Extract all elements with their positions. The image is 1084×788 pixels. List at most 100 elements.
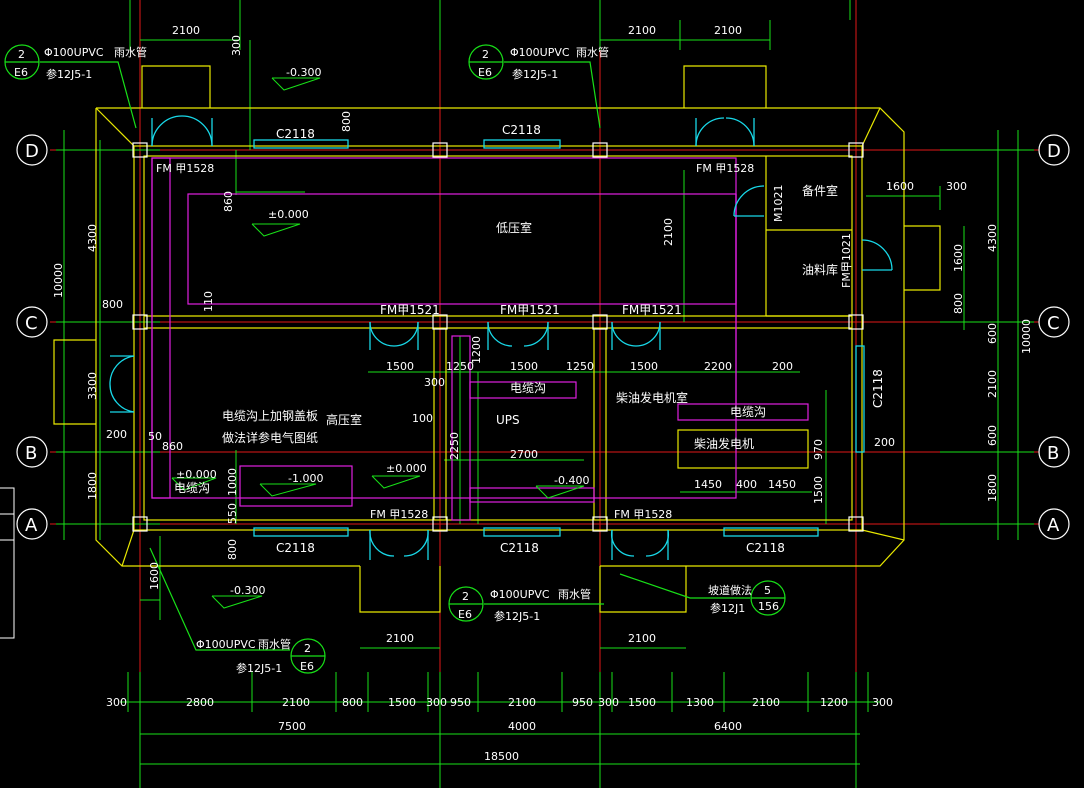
dim-text: 6400: [714, 720, 742, 733]
door-label: FM 甲1528: [156, 162, 214, 175]
edge-table: [0, 487, 15, 639]
door-label: FM 甲1528: [696, 162, 754, 175]
cover-note: 电缆沟上加钢盖板: [222, 409, 318, 423]
callout-sheet: E6: [458, 608, 472, 621]
dim-text: 18500: [484, 750, 519, 763]
callout-name: 雨水管: [558, 587, 591, 601]
dim-text: 600: [986, 425, 999, 446]
door-label: FM甲1521: [380, 303, 440, 317]
callout-pipe: Φ100UPVC: [510, 46, 570, 59]
dim-text: 950: [450, 696, 471, 709]
dim-text: 1200: [820, 696, 848, 709]
callout-ref: 参12J5-1: [494, 609, 540, 623]
door-label: M1021: [772, 185, 785, 223]
dim-text: 950: [572, 696, 593, 709]
window-label: C2118: [502, 123, 541, 137]
dim-text: 2700: [510, 448, 538, 461]
window-labels: C2118 C2118 C2118 C2118 C2118 C2118: [276, 123, 885, 555]
dim-text: 10000: [52, 263, 65, 298]
elevation-label: -0.400: [554, 474, 589, 487]
callout-name: 雨水管: [576, 45, 609, 59]
note-labels: 电缆沟 电缆沟 电缆沟 电缆沟上加钢盖板 做法详参电气图纸 坡道做法 参12J1: [174, 381, 766, 615]
dim-text: 1500: [630, 360, 658, 373]
dim-text: 300: [106, 696, 127, 709]
dim-text: 1500: [386, 360, 414, 373]
elevation-label: ±0.000: [386, 462, 427, 475]
window-label: C2118: [500, 541, 539, 555]
room-high-voltage: 高压室: [326, 412, 362, 427]
ramp-note: 坡道做法: [708, 583, 752, 597]
callout-number: 5: [764, 584, 771, 597]
dimension-lines: [56, 0, 1034, 788]
door-label: FM甲1021: [840, 233, 853, 288]
cover-note: 做法详参电气图纸: [222, 430, 318, 445]
elevation-label: -1.000: [288, 472, 323, 485]
dim-text: 2100: [714, 24, 742, 37]
dim-text: 300: [424, 376, 445, 389]
dim-text: 1250: [446, 360, 474, 373]
room-oil-storage: 油料库: [802, 262, 838, 277]
door-label: FM甲1521: [622, 303, 682, 317]
callout-sheet: E6: [478, 66, 492, 79]
dim-text: 860: [222, 191, 235, 212]
elevation-labels: ±0.000 ±0.000 ±0.000 -0.300 -0.300 -1.00…: [176, 66, 589, 597]
dim-text: 300: [946, 180, 967, 193]
dim-text: 1200: [470, 336, 483, 364]
dim-text: 2100: [172, 24, 200, 37]
dim-text: 2100: [508, 696, 536, 709]
dim-text: 1500: [628, 696, 656, 709]
elevation-label: -0.300: [230, 584, 265, 597]
dim-text: 2100: [628, 24, 656, 37]
door-label: FM 甲1528: [614, 508, 672, 521]
dim-text: 2100: [386, 632, 414, 645]
callout-name: 雨水管: [114, 45, 147, 59]
dim-text: 4000: [508, 720, 536, 733]
cable-trenches: [151, 157, 809, 521]
dim-text: 4300: [986, 224, 999, 252]
dim-text: 200: [106, 428, 127, 441]
dim-text: 3300: [86, 372, 99, 400]
dim-text: 200: [874, 436, 895, 449]
dimension-texts: 2100 2100 2100 300 1600 300 800 300 2800…: [52, 24, 1033, 763]
dim-text: 1250: [566, 360, 594, 373]
dim-text: 1450: [694, 478, 722, 491]
callout-ref: 参12J5-1: [46, 67, 92, 81]
axis-grid-lines: [50, 0, 1050, 788]
elevation-markers: [171, 77, 585, 609]
dim-text: 800: [340, 111, 353, 132]
generator-label: 柴油发电机: [694, 436, 754, 451]
axis-label-b-left: B: [25, 443, 37, 464]
elevation-label: ±0.000: [268, 208, 309, 221]
elevation-label: ±0.000: [176, 468, 217, 481]
window-label: C2118: [276, 541, 315, 555]
room-labels: 低压室 高压室 备件室 油料库 UPS 柴油发电机室 柴油发电机: [326, 183, 838, 451]
room-spare-parts: 备件室: [802, 183, 838, 198]
callout-sheet: E6: [300, 660, 314, 673]
room-ups: UPS: [496, 413, 520, 427]
dim-text: 200: [772, 360, 793, 373]
dim-text: 1600: [952, 244, 965, 272]
wall-outlines: [53, 65, 941, 613]
callout-pipe: Φ100UPVC: [44, 46, 104, 59]
dim-text: 2800: [186, 696, 214, 709]
callout-ref: 参12J5-1: [236, 661, 282, 675]
callout-sheet: E6: [14, 66, 28, 79]
dim-text: 970: [812, 439, 825, 460]
dim-text: 10000: [1020, 319, 1033, 354]
dim-text: 50: [148, 430, 162, 443]
dim-text: 800: [226, 539, 239, 560]
cable-trench-label: 电缆沟: [174, 481, 210, 495]
window-label: C2118: [746, 541, 785, 555]
dim-text: 1800: [86, 472, 99, 500]
dim-text: 4300: [86, 224, 99, 252]
dim-text: 300: [426, 696, 447, 709]
dim-text: 800: [342, 696, 363, 709]
axis-label-c-left: C: [25, 313, 38, 334]
axis-bubble-labels: D C B A D C B A: [25, 141, 1061, 536]
axis-bubbles: [16, 134, 1070, 540]
window-label: C2118: [871, 369, 885, 408]
dim-text: 1500: [388, 696, 416, 709]
dim-text: 300: [230, 35, 243, 56]
dim-text: 1600: [148, 562, 161, 590]
